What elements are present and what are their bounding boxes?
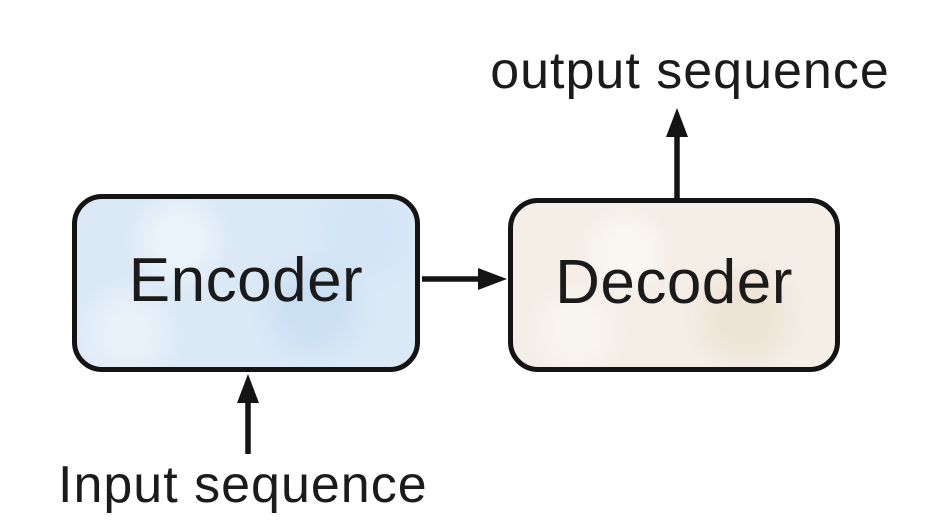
- encoder-node-label: Encoder: [128, 246, 364, 315]
- decoder-to-output-arrow: [666, 108, 688, 200]
- encoder-node: Encoder: [72, 194, 420, 372]
- input-sequence-label: Input sequence: [58, 456, 428, 514]
- decoder-node-label: Decoder: [555, 248, 793, 317]
- input-to-encoder-arrow: [237, 374, 259, 454]
- decoder-node: Decoder: [508, 198, 840, 372]
- output-sequence-label: output sequence: [490, 42, 890, 100]
- encoder-to-decoder-arrow: [422, 268, 507, 290]
